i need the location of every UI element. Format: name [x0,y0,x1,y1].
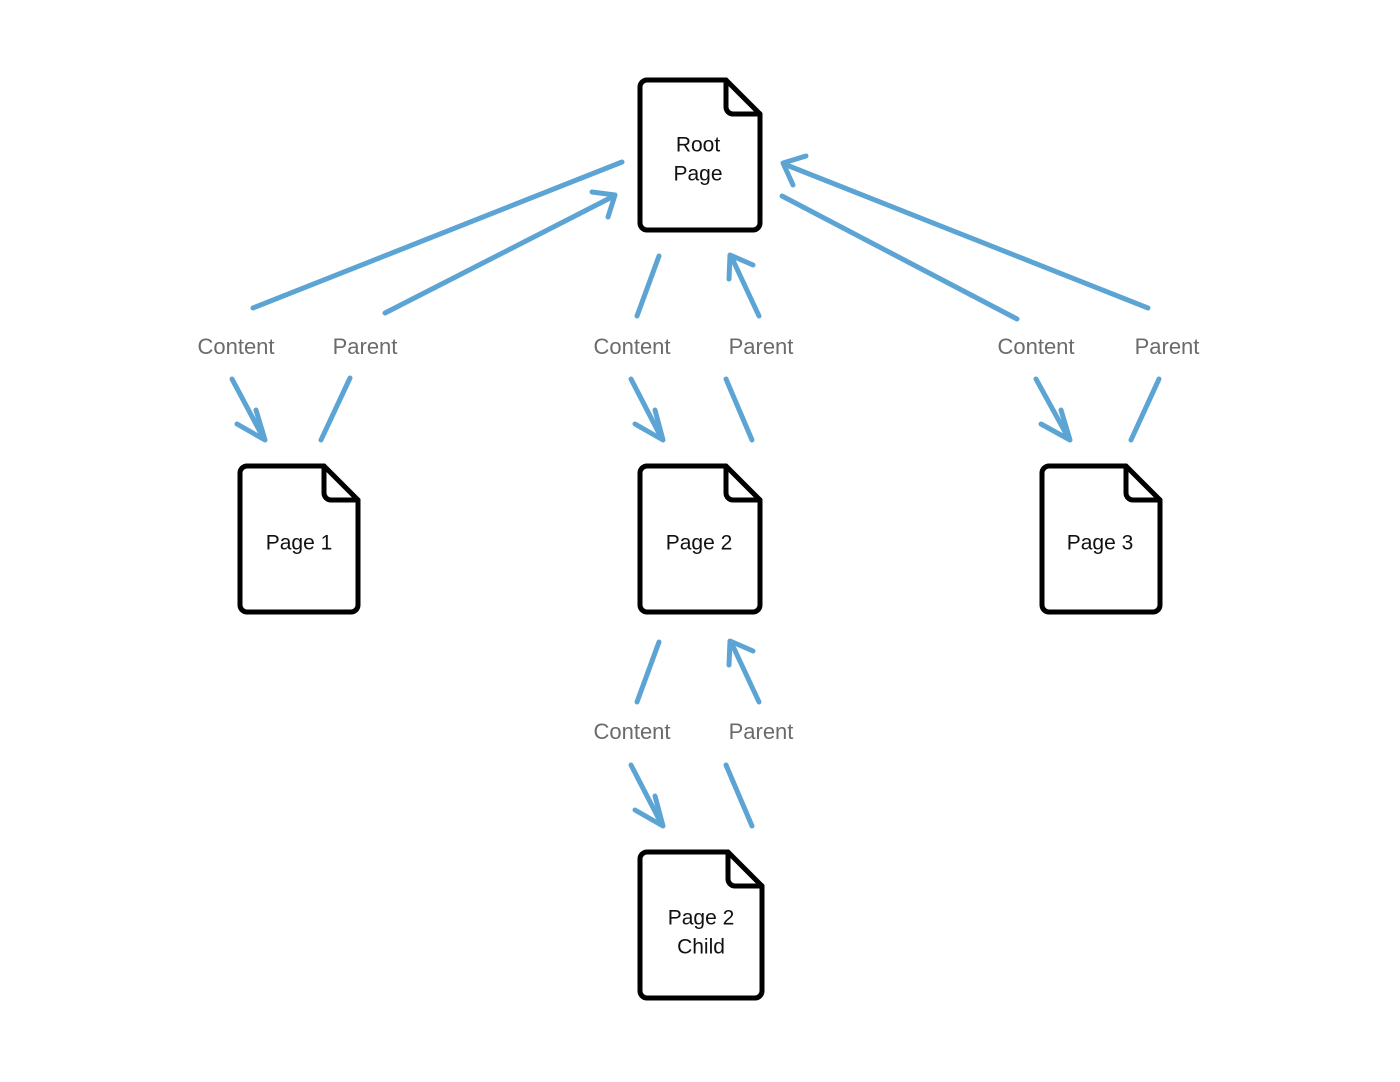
edge-root-content-page3 [779,193,1073,443]
edge-page3-parent-root [780,153,1162,443]
page-fold-icon-page-2-child [725,849,765,889]
edge-label-page3-parent-root: Parent [1135,334,1200,359]
document-page-icon-page-1 [237,463,361,615]
edge-line-content-child-lower [628,762,665,828]
arrowhead-icon-parent-page2 [726,252,756,282]
node-label-page-3: Page 3 [1067,532,1134,555]
node-label-page-2-child-line1: Page 2 [668,907,735,930]
edge-line-content-page3-upper [779,193,1020,322]
node-label-root-page-line1: Root [676,134,721,157]
arrowhead-icon-parent-child [726,638,756,668]
document-page-icon-root [637,77,763,233]
node-root-page[interactable]: Root Page [637,77,763,233]
edge-line-parent-page3-upper [781,161,1151,311]
edge-line-parent-page3-lower [1128,376,1162,443]
edge-line-content-page1-lower [229,376,267,442]
edge-root-content-page1 [229,159,625,443]
edge-label-page1-parent-root: Parent [333,334,398,359]
edge-line-parent-child-upper [728,639,762,705]
node-page-3[interactable]: Page 3 [1039,463,1163,615]
arrowhead-icon-content-page3 [1038,407,1073,443]
document-page-icon-page-3 [1039,463,1163,615]
edge-child-parent-page2 [723,638,762,829]
node-page-2[interactable]: Page 2 [637,463,763,615]
edge-line-parent-page2-lower [723,376,755,443]
edge-label-page2-content-child: Content [593,719,670,744]
arrowhead-icon-content-page1 [234,407,268,443]
edge-line-root-content-page1 [250,159,625,311]
edge-label-root-content-page1: Content [197,334,274,359]
edge-line-content-page2-upper [634,253,662,319]
page-fold-icon-page-1 [321,463,361,503]
edge-line-content-child-upper [634,639,662,705]
node-label-page-2: Page 2 [666,532,733,555]
edge-line-parent-child-lower [723,762,755,829]
arrowhead-icon-parent-page3 [780,153,809,188]
edge-line-content-page3-lower [1033,376,1072,442]
node-label-page-1: Page 1 [266,532,333,555]
node-label-root-page-line2: Page [673,163,722,186]
edge-page2-parent-root [723,252,762,443]
node-page-2-child[interactable]: Page 2 Child [637,849,765,1001]
edge-label-root-content-page3: Content [997,334,1074,359]
document-page-icon-page-2-child [637,849,765,1001]
edge-label-root-content-page2: Content [593,334,670,359]
edge-page1-parent-root [318,189,618,443]
edge-root-content-page2 [628,253,666,443]
node-label-page-2-child-line2: Child [677,936,725,959]
edge-line-content-page2-lower [628,376,665,442]
page-fold-icon-page-3 [1123,463,1163,503]
edge-label-page2-parent-root: Parent [729,334,794,359]
edge-page2-content-child [628,639,666,829]
node-page-1[interactable]: Page 1 [237,463,361,615]
edge-line-parent-page1-lower [318,375,353,443]
edge-label-child-parent-page2: Parent [729,719,794,744]
page-fold-icon-page-2 [723,463,763,503]
edge-line-parent-page2-upper [728,253,762,319]
arrowhead-icon-content-page2 [632,407,666,443]
arrowhead-icon-content-child [632,793,666,829]
edge-line-parent-page1-upper [382,193,617,316]
arrowhead-icon-parent-page1 [589,189,618,220]
document-page-icon-page-2 [637,463,763,615]
page-fold-icon-root [723,77,763,117]
